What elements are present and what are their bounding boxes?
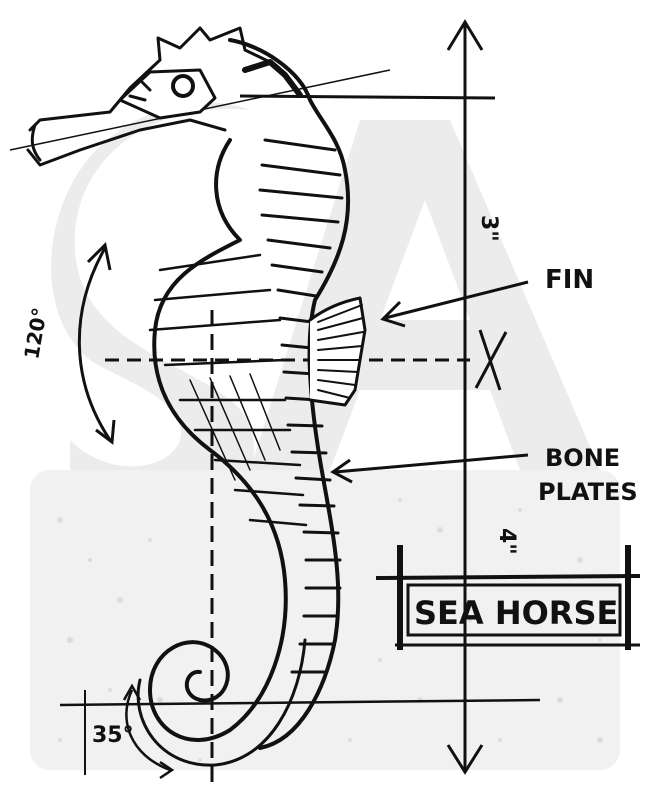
watermark-letter-s	[51, 102, 255, 527]
sea-horse-title: SEA HORSE	[414, 594, 618, 632]
bone-plates-label-line1: BONE	[545, 444, 620, 472]
bone-plates-callout-arrow	[330, 453, 529, 484]
watermark-background	[30, 102, 620, 770]
fin-label: FIN	[545, 265, 594, 295]
seahorse-illustration	[26, 26, 367, 767]
dorsal-fin	[308, 296, 367, 407]
angle-120-label: 120°	[19, 306, 52, 361]
bone-plates-label-line2: PLATES	[538, 478, 638, 506]
angle-arc-120	[77, 241, 116, 445]
angle-35-label: 35°	[92, 723, 134, 748]
dimension-lower-label: 4"	[494, 528, 519, 555]
guide-lines	[9, 69, 541, 790]
title-plaque	[375, 545, 641, 650]
fin-callout-arrow	[380, 280, 529, 328]
stamp-texture	[30, 470, 620, 770]
dimension-upper-label: 3"	[476, 215, 501, 242]
